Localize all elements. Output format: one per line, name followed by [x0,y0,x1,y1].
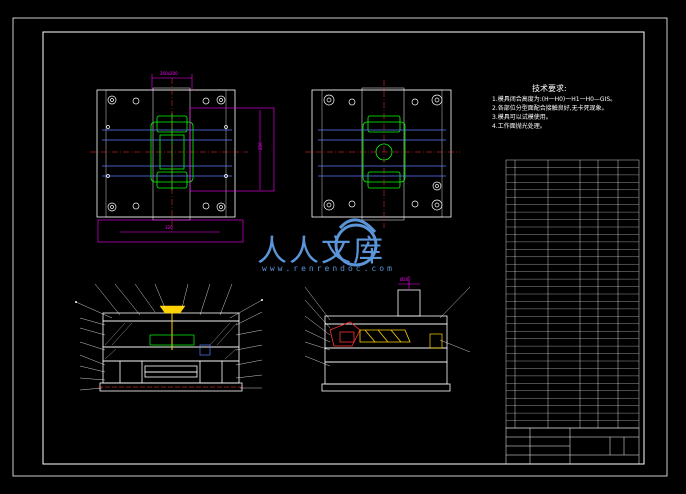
svg-text:Ø20: Ø20 [400,277,409,282]
inner-frame [42,31,645,465]
watermark-text: 人人文库 [257,234,385,269]
plan-view-right [305,80,460,228]
svg-text:250: 250 [258,142,263,150]
watermark-logo-icon [334,218,378,267]
technical-note-item: 3.模具可以试模使用。 [492,114,552,121]
technical-notes: 技术要求: 1.模具闭合高度为:(H一H0)一H1一H0—GIS。 2.各部位分… [492,84,632,131]
title-block [505,427,640,465]
bom-rows [506,167,639,421]
outer-frame [12,17,668,477]
section-view-left [75,283,263,392]
svg-text:320: 320 [165,225,173,230]
plan-view-left: 260x200 250 320 [90,71,275,243]
technical-note-item: 2.各部位分型面配合接触良好,无卡死现象。 [492,105,608,112]
section-view-right: Ø20 [304,276,471,392]
technical-notes-title: 技术要求: [532,84,567,93]
watermark-url: www.renrendoc.com [262,264,395,273]
technical-note-item: 1.模具闭合高度为:(H一H0)一H1一H0—GIS。 [492,96,617,103]
svg-text:260x200: 260x200 [160,71,178,76]
technical-note-item: 4.工作面抛光处理。 [492,123,546,130]
